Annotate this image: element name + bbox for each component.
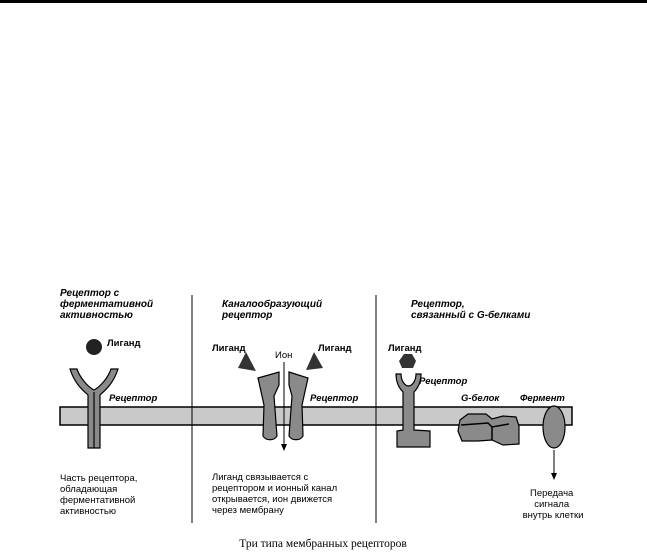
panel3-ligand-label: Лиганд — [388, 343, 422, 354]
panel3-g-protein-subunit-line — [460, 422, 510, 440]
panel2-description: Лиганд связывается с рецептором и ионный… — [212, 472, 340, 516]
panel3-title: Рецептор, связанный с G-белками — [411, 299, 530, 321]
panel3-description: Передача сигнала внутрь клетки — [523, 488, 584, 521]
panel2-ligand-left-label: Лиганд — [212, 343, 246, 354]
panel1-receptor-label: Рецептор — [109, 393, 157, 404]
panel1-ligand-shape — [86, 339, 102, 355]
cell-membrane — [59, 406, 573, 426]
panel3-ligand-shape — [399, 354, 416, 368]
panel2-channel-left-half — [257, 371, 280, 441]
panel1-description: Часть рецептора, обладающая ферментативн… — [60, 473, 140, 517]
panel2-channel-right-half — [288, 371, 309, 441]
panel3-enzyme-shape — [542, 405, 566, 449]
panel2-receptor-label: Рецептор — [310, 393, 358, 404]
panel2-ion-arrow-head — [281, 444, 287, 451]
panel2-title: Каналообразующий рецептор — [221, 298, 325, 321]
panel2-ligand-left-shape — [238, 352, 256, 371]
panel2-ion-label: Ион — [275, 350, 292, 361]
panel1-ligand-label: Лиганд — [107, 338, 141, 349]
figure-caption: Три типа мембранных рецепторов — [239, 538, 407, 550]
panel3-enzyme-label: Фермент — [520, 393, 565, 404]
top-rule — [0, 0, 647, 3]
panel2-ligand-right-label: Лиганд — [318, 343, 352, 354]
panel3-g-protein-shape — [457, 413, 520, 446]
panel3-g-protein-label: G-белок — [461, 393, 500, 404]
panel3-receptor-label: Рецептор — [419, 376, 467, 387]
panel2-ligand-right-shape — [306, 352, 323, 370]
panel3-signal-arrow-head — [551, 473, 557, 480]
panel3-receptor-shape — [395, 373, 431, 448]
panel1-title: Рецептор с ферментативной активностью — [60, 288, 156, 321]
